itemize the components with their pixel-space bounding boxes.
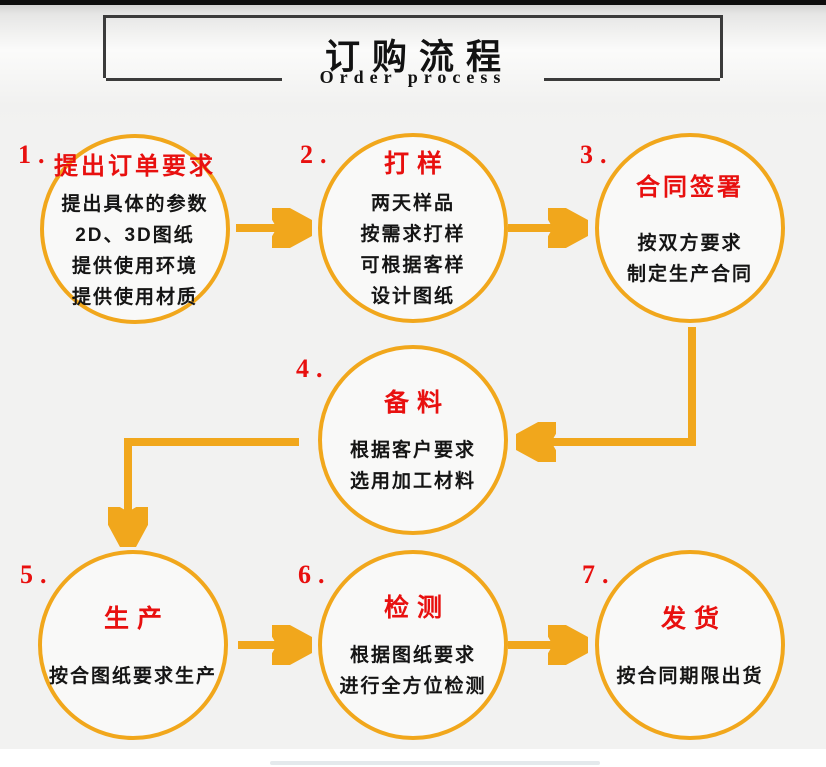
step-circle-4: 备料 根据客户要求 选用加工材料: [318, 345, 508, 535]
step-1-number: 1.: [18, 140, 52, 169]
step-2-number: 2.: [300, 140, 334, 169]
step-1-line: 提供使用环境: [71, 255, 198, 277]
header-border-right-segment: [544, 78, 720, 81]
step-5-title: 生产: [103, 604, 170, 633]
step-7-title: 发货: [660, 604, 727, 633]
page-subtitle: Order process: [319, 67, 507, 87]
step-circle-5: 生产 按合图纸要求生产: [38, 550, 228, 740]
step-6-number: 6.: [298, 560, 332, 589]
step-1-line: 提供使用材质: [71, 286, 198, 308]
step-4-line: 选用加工材料: [349, 471, 476, 492]
step-4-number: 4.: [296, 354, 330, 383]
step-3-line: 按双方要求: [637, 232, 743, 254]
step-2-title: 打样: [383, 150, 450, 178]
step-2-line: 两天样品: [370, 193, 455, 214]
step-circle-2: 打样 两天样品 按需求打样 可根据客样 设计图纸: [318, 133, 508, 323]
top-black-bar: [0, 0, 826, 5]
step-2-line: 按需求打样: [360, 224, 466, 245]
step-2-line: 可根据客样: [360, 255, 466, 276]
footer-white-band: [0, 749, 826, 767]
step-3-title: 合同签署: [636, 173, 744, 201]
step-4-line: 根据客户要求: [349, 440, 476, 461]
step-3-line: 制定生产合同: [626, 263, 753, 285]
step-6-line: 进行全方位检测: [339, 676, 487, 697]
step-1-line: 2D、3D图纸: [75, 224, 195, 246]
page-title: 订购流程: [324, 38, 513, 77]
step-circle-6: 检测 根据图纸要求 进行全方位检测: [318, 550, 508, 740]
arrow-3-4: [526, 327, 696, 442]
step-circle-1: 提出订单要求 提出具体的参数 2D、3D图纸 提供使用环境 提供使用材质: [40, 134, 230, 324]
arrow-4-5: [128, 438, 299, 537]
step-6-title: 检测: [383, 594, 450, 622]
step-circle-3: 合同签署 按双方要求 制定生产合同: [595, 133, 785, 323]
step-5-number: 5.: [20, 560, 54, 589]
footer-divider-line: [270, 761, 600, 765]
header-border-left-segment: [106, 78, 282, 81]
step-5-line: 按合图纸要求生产: [48, 665, 217, 687]
step-1-line: 提出具体的参数: [61, 193, 209, 215]
header-box: 订购流程 Order process: [103, 15, 723, 87]
step-circle-7: 发货 按合同期限出货: [595, 550, 785, 740]
step-1-title: 提出订单要求: [54, 152, 216, 180]
step-3-number: 3.: [580, 140, 614, 169]
step-6-line: 根据图纸要求: [349, 645, 476, 666]
step-4-title: 备料: [383, 389, 450, 417]
step-7-number: 7.: [582, 560, 616, 589]
step-2-line: 设计图纸: [370, 286, 455, 307]
step-7-line: 按合同期限出货: [616, 665, 764, 687]
